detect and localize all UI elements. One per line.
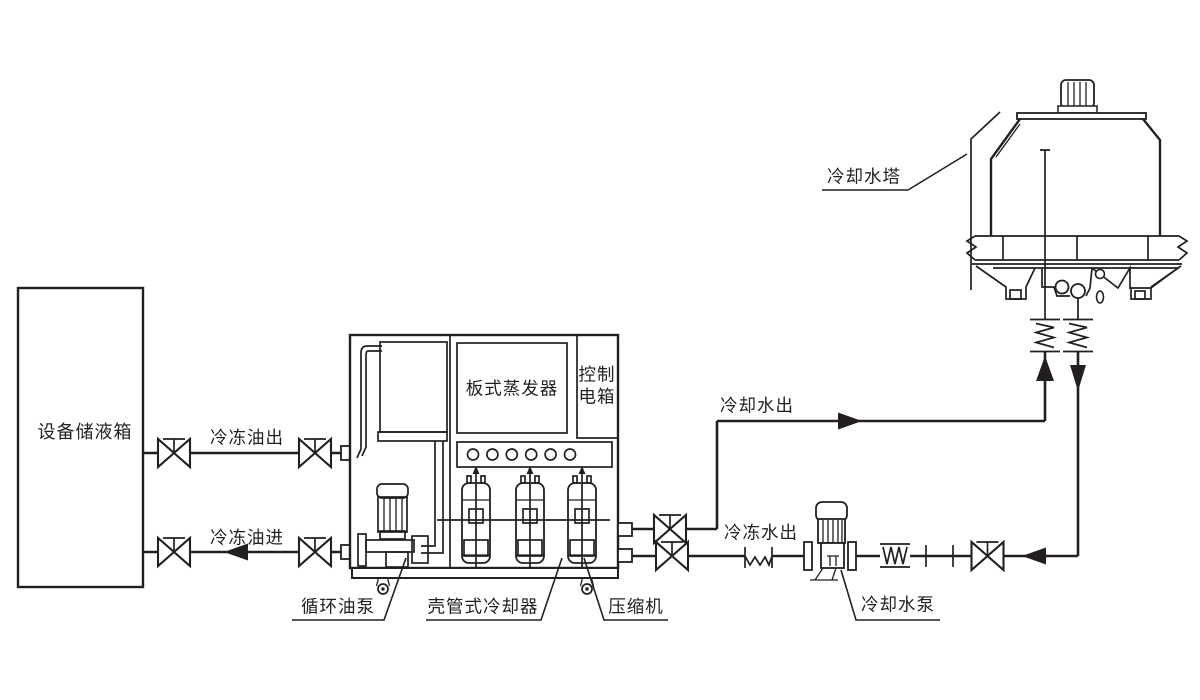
cooling-water-out-label: 冷却水出	[720, 396, 794, 416]
compressor-cylinder	[461, 465, 491, 579]
bellows-joint-icon	[1062, 318, 1094, 353]
valve-icon	[156, 536, 192, 568]
control-box: 控制 电箱	[576, 334, 619, 439]
internal-pipe	[356, 345, 382, 459]
flow-arrow-right-icon	[838, 412, 862, 430]
tower-basin	[975, 264, 1182, 304]
cooler-label: 壳管式冷却器	[428, 597, 539, 617]
compressor-cylinder	[515, 465, 545, 579]
tower-brace	[970, 111, 1001, 290]
chiller-unit: 板式蒸发器 控制 电箱	[348, 333, 633, 595]
oil-in-line: 冷冻油进	[143, 528, 352, 568]
bellows-joint-icon	[880, 543, 910, 568]
valve-icon	[297, 437, 333, 469]
tower-fan-motor	[1057, 79, 1098, 114]
tower-body	[989, 118, 1162, 236]
flow-arrow-up-icon	[1036, 356, 1054, 381]
evaporator-label: 板式蒸发器	[466, 379, 559, 399]
valve-icon	[652, 513, 688, 545]
caster-icon	[375, 577, 391, 595]
cooling-water-return-line: 冷冻水出	[632, 297, 1094, 581]
valve-icon	[654, 540, 690, 572]
circulation-oil-pump	[357, 483, 429, 568]
cooling-tower-label: 冷却水塔	[827, 167, 901, 187]
tower-callout: 冷却水塔	[822, 153, 968, 191]
machine-callouts: 循环油泵 壳管式冷却器 压缩机	[292, 557, 668, 621]
compressor-label: 压缩机	[608, 597, 664, 617]
cooling-tower	[965, 79, 1189, 304]
valve-icon	[297, 536, 333, 568]
tower-collar	[965, 235, 1189, 265]
gauge-panel	[456, 441, 613, 468]
valve-icon	[970, 540, 1005, 572]
flange-ticks	[925, 545, 954, 567]
flow-arrow-left-icon	[224, 543, 248, 561]
bellows-joint-icon	[1029, 318, 1061, 353]
control-box-label-line1: 控制	[579, 365, 616, 385]
water-pump-label: 冷却水泵	[861, 595, 935, 615]
control-box-label-line2: 电箱	[579, 387, 616, 407]
pipe-stub	[617, 548, 633, 563]
oil-pump-label: 循环油泵	[301, 597, 375, 617]
cooling-water-pump	[803, 501, 857, 581]
hose-joint-icon	[744, 547, 773, 568]
oil-in-label: 冷冻油进	[210, 528, 284, 548]
plate-evaporator: 板式蒸发器	[456, 342, 568, 434]
chilled-water-out-label: 冷冻水出	[724, 523, 798, 543]
storage-tank: 设备储液箱	[16, 286, 145, 589]
cooling-water-out-line: 冷却水出	[632, 149, 1061, 545]
flow-arrow-left-icon	[1022, 547, 1046, 565]
compressor-cylinder	[567, 465, 597, 579]
oil-out-line: 冷冻油出	[143, 428, 352, 469]
water-pump-callout: 冷却水泵	[840, 569, 940, 621]
storage-tank-label: 设备储液箱	[38, 422, 133, 442]
oil-out-label: 冷冻油出	[210, 428, 284, 448]
pipe-stub	[617, 522, 633, 537]
flow-arrow-down-icon	[1070, 365, 1086, 391]
valve-icon	[156, 437, 192, 469]
